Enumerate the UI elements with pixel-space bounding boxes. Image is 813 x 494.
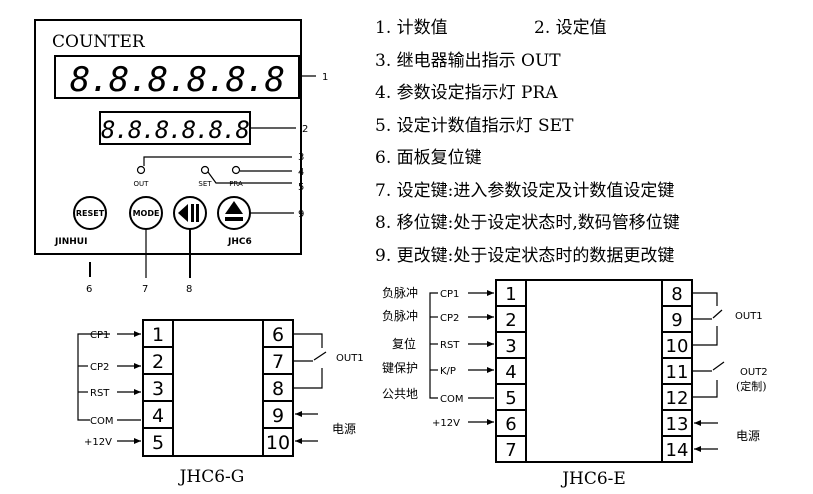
jhc6-g-left-pins: 1 2 3 4 5 xyxy=(142,319,174,457)
legend-item-9: 9. 更改键:处于设定状态时的数据更改键 xyxy=(375,246,674,266)
count-display-frame xyxy=(54,55,300,99)
e-pin-8: 8 xyxy=(671,284,682,305)
set-display: 8.8.8.8.8.8 xyxy=(101,116,249,144)
legend-item-1: 1. 计数值 xyxy=(375,18,448,38)
shift-button[interactable] xyxy=(173,196,207,230)
front-panel: COUNTER 8.8.8.8.8.8 8.8.8.8.8.8 OUT SET … xyxy=(34,19,302,255)
e-pin-2: 2 xyxy=(505,310,516,331)
callout-6: 6 xyxy=(86,284,92,295)
e-pin-5: 5 xyxy=(505,388,516,409)
g-power-label: 电源 xyxy=(332,422,356,436)
g-signal-12v: +12V xyxy=(84,437,112,448)
shift-bar-icon xyxy=(191,204,194,222)
g-pin-3: 3 xyxy=(152,378,164,400)
led-out-indicator xyxy=(136,165,146,175)
shift-bar-icon-2 xyxy=(196,204,199,222)
g-out1-label: OUT1 xyxy=(336,353,364,364)
callout-5: 5 xyxy=(298,182,304,193)
legend-item-5: 5. 设定计数值指示灯 SET xyxy=(375,116,574,136)
g-pin-7: 7 xyxy=(272,351,284,373)
e-pin-9: 9 xyxy=(671,310,682,331)
jhc6-e-right-pins: 8 9 10 11 12 13 14 xyxy=(661,279,693,463)
legend-item-8: 8. 移位键:处于设定状态时,数码管移位键 xyxy=(375,213,680,233)
e-out2-label: OUT2 xyxy=(740,367,768,378)
e-out2-note: (定制) xyxy=(736,379,767,393)
e-signal-com: COM xyxy=(440,394,463,405)
reset-button[interactable] xyxy=(73,196,107,230)
e-signal-cp1: CP1 xyxy=(440,289,459,300)
g-pin-4: 4 xyxy=(152,405,164,427)
e-pin-12: 12 xyxy=(666,388,689,409)
callout-3: 3 xyxy=(298,152,304,163)
legend-item-3: 3. 继电器输出指示 OUT xyxy=(375,51,561,71)
legend-list: 1. 计数值 2. 设定值 3. 继电器输出指示 OUT 4. 参数设定指示灯 … xyxy=(375,18,680,266)
led-out-label: OUT xyxy=(134,180,150,188)
change-button[interactable] xyxy=(217,196,251,230)
e-cn-label-5: 公共地 xyxy=(382,387,418,401)
brand-label: JINHUI xyxy=(54,237,87,247)
e-pin-1: 1 xyxy=(505,284,516,305)
wiring-jhc6-e: 1 2 3 4 5 6 7 8 9 10 11 12 13 14 负脉冲 负脉冲 xyxy=(382,279,768,489)
g-pin-8: 8 xyxy=(272,378,284,400)
callout-1: 1 xyxy=(322,72,328,83)
e-pin-6: 6 xyxy=(505,414,516,435)
shift-left-arrow-icon xyxy=(178,204,188,222)
callout-2: 2 xyxy=(302,124,308,135)
g-caption: JHC6-G xyxy=(178,467,245,487)
e-cn-label-4: 键保护 xyxy=(382,361,418,375)
legend-item-2: 2. 设定值 xyxy=(534,18,607,38)
g-pin-5: 5 xyxy=(152,432,164,454)
led-set-indicator xyxy=(200,165,210,175)
callouts: 1 2 3 4 5 9 6 7 8 xyxy=(86,72,328,295)
e-caption: JHC6-E xyxy=(560,469,626,489)
g-pin-10: 10 xyxy=(266,432,290,454)
e-cn-label-3: 复位 xyxy=(392,336,416,351)
e-pin-7: 7 xyxy=(505,440,516,461)
e-signal-rst: RST xyxy=(440,340,460,351)
g-pin-9: 9 xyxy=(272,405,284,427)
g-signal-com: COM xyxy=(90,416,113,427)
panel-frame xyxy=(34,19,302,255)
e-cn-label-1: 负脉冲 xyxy=(382,285,418,300)
led-set-label: SET xyxy=(198,180,212,188)
callout-9: 9 xyxy=(298,209,304,220)
e-pin-10: 10 xyxy=(666,336,689,357)
e-power-label: 电源 xyxy=(736,429,760,443)
callout-7: 7 xyxy=(142,284,148,295)
jhc6-g-right-pins: 6 7 8 9 10 xyxy=(262,319,294,457)
e-cn-label-2: 负脉冲 xyxy=(382,308,418,323)
g-pin-1: 1 xyxy=(152,324,164,346)
e-pin-3: 3 xyxy=(505,336,516,357)
reset-button-label: RESET xyxy=(76,209,105,218)
up-arrow-base-icon xyxy=(225,217,243,221)
e-out1-label: OUT1 xyxy=(735,311,763,322)
legend-item-4: 4. 参数设定指示灯 PRA xyxy=(375,83,558,103)
legend-item-6: 6. 面板复位键 xyxy=(375,148,482,168)
e-signal-12v: +12V xyxy=(432,418,460,429)
g-pin-6: 6 xyxy=(272,324,284,346)
callout-4: 4 xyxy=(298,167,304,178)
wiring-jhc6-g: 1 2 3 4 5 6 7 8 9 10 CP1 CP2 RST xyxy=(77,319,364,487)
model-label: JHC6 xyxy=(227,237,252,247)
callout-8: 8 xyxy=(186,284,192,295)
up-arrow-icon xyxy=(225,201,243,214)
e-signal-cp2: CP2 xyxy=(440,313,459,324)
g-signal-cp1: CP1 xyxy=(90,330,109,341)
legend-item-7: 7. 设定键:进入参数设定及计数值设定键 xyxy=(375,181,674,201)
e-pin-4: 4 xyxy=(505,362,516,383)
e-pin-13: 13 xyxy=(666,414,689,435)
e-pin-14: 14 xyxy=(666,440,689,461)
e-signal-kp: K/P xyxy=(440,366,456,377)
panel-title: COUNTER xyxy=(52,32,146,52)
e-pin-11: 11 xyxy=(666,362,689,383)
mode-button-label: MODE xyxy=(133,209,160,218)
jhc6-e-left-pins: 1 2 3 4 5 6 7 xyxy=(495,279,527,463)
count-display: 8.8.8.8.8.8 xyxy=(70,60,284,100)
g-signal-rst: RST xyxy=(90,388,110,399)
led-pra-label: PRA xyxy=(229,180,243,188)
led-pra-indicator xyxy=(231,165,241,175)
g-signal-cp2: CP2 xyxy=(90,362,109,373)
g-pin-2: 2 xyxy=(152,351,164,373)
